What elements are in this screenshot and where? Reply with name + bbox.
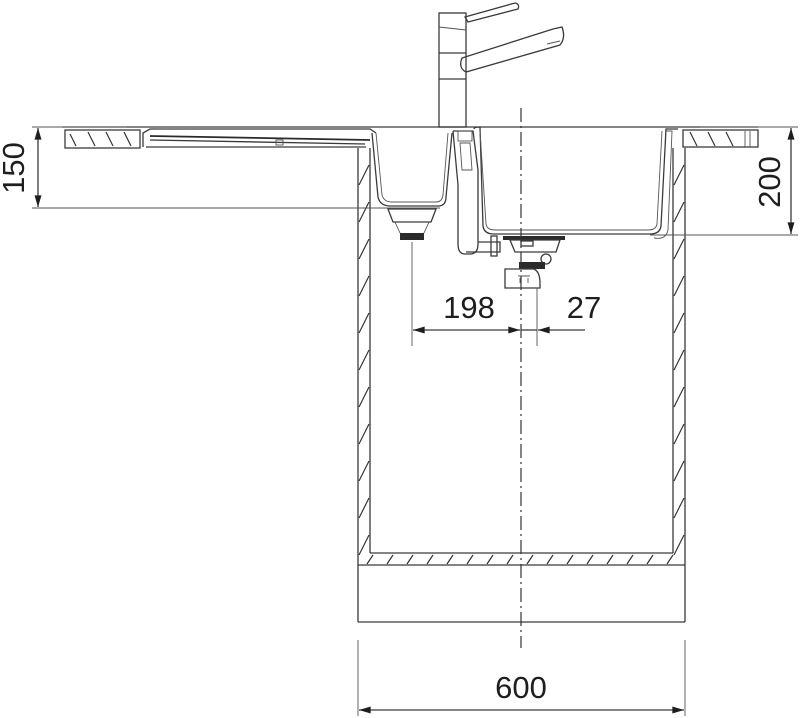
main-bowl [473, 126, 678, 289]
small-bowl [371, 132, 453, 240]
faucet-body [438, 12, 467, 128]
dimension-150-label: 150 [0, 142, 31, 194]
faucet-lever [464, 2, 520, 23]
dimension-198-label: 198 [443, 290, 495, 325]
faucet [438, 2, 565, 128]
dimension-600-label: 600 [495, 670, 547, 705]
dimension-600: 600 [357, 640, 686, 716]
drainboard [142, 128, 377, 148]
dimension-150: 150 [0, 126, 440, 209]
faucet-spout [460, 26, 565, 73]
dimension-198: 198 [411, 242, 520, 346]
right-wall-hatching [673, 164, 685, 556]
dimension-27: 27 [521, 288, 601, 346]
dimension-200: 200 [650, 126, 798, 236]
countertop-left [64, 129, 141, 149]
dimension-200-label: 200 [752, 156, 787, 208]
countertop-right [682, 129, 759, 148]
left-wall-hatching [358, 164, 370, 556]
floor-hatching [366, 554, 674, 565]
overflow-connector [452, 130, 501, 257]
dimension-27-label: 27 [567, 290, 601, 325]
small-bowl-waste [387, 208, 437, 223]
main-bowl-trap [504, 268, 541, 289]
main-bowl-waste [509, 239, 561, 253]
small-bowl-outlet [400, 233, 424, 240]
